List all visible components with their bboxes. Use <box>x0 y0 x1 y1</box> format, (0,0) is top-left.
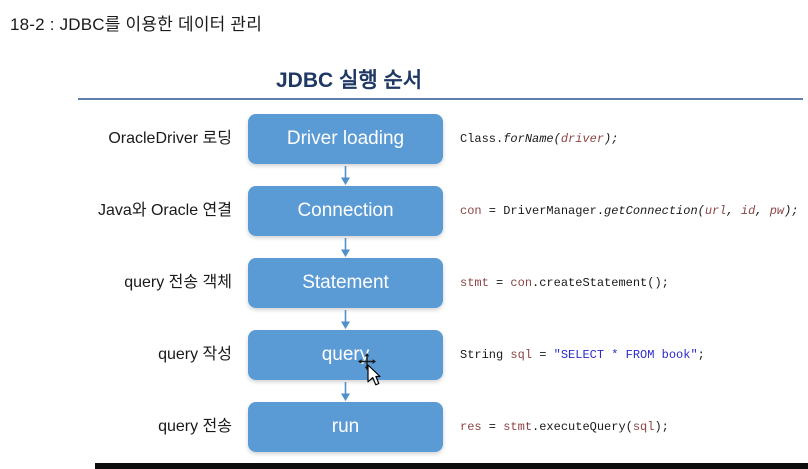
flow-step-run: query 전송 run res = stmt.executeQuery(sql… <box>0 402 808 452</box>
step-label: Java와 Oracle 연결 <box>98 202 232 219</box>
code-token: ; <box>697 348 705 362</box>
code-token: , <box>726 204 741 218</box>
flow-box-statement[interactable]: Statement <box>248 258 443 308</box>
arrow-down-icon <box>341 166 350 185</box>
code-token: url <box>704 204 727 218</box>
flow-box-driver-loading[interactable]: Driver loading <box>248 114 443 164</box>
code-token: String <box>460 348 511 362</box>
flow-box-connection[interactable]: Connection <box>248 186 443 236</box>
code-token: ); <box>784 204 799 218</box>
code-token: = <box>481 420 504 434</box>
flow-step-query: query 작성 query String sql = "SELECT * FR… <box>0 330 808 380</box>
arrow-down-icon <box>341 382 350 401</box>
flow-step-statement: query 전송 객체 Statement stmt = con.createS… <box>0 258 808 308</box>
code-snippet: Class.forName(driver); <box>460 114 618 164</box>
step-label: query 작성 <box>158 346 232 363</box>
code-token: id <box>740 204 756 218</box>
code-snippet: stmt = con.createStatement(); <box>460 258 669 308</box>
code-token: stmt <box>503 420 533 434</box>
code-token: forName( <box>503 132 561 146</box>
code-token: = <box>488 276 511 290</box>
step-label: query 전송 객체 <box>124 274 232 291</box>
code-token: getConnection( <box>604 204 705 218</box>
page-title: 18-2 : JDBC를 이용한 데이터 관리 <box>10 15 263 34</box>
flow-step-connection: Java와 Oracle 연결 Connection con = DriverM… <box>0 186 808 236</box>
code-snippet: con = DriverManager.getConnection(url, i… <box>460 186 799 236</box>
code-token: con <box>510 276 533 290</box>
code-token: .createStatement(); <box>532 276 669 290</box>
flow-step-driver-loading: OracleDriver 로딩 Driver loading Class.for… <box>0 114 808 164</box>
flow-box-run[interactable]: run <box>248 402 443 452</box>
code-token: sql <box>510 348 533 362</box>
move-cursor-icon <box>358 353 381 386</box>
code-token: pw <box>769 204 785 218</box>
arrow-down-icon <box>341 310 350 329</box>
code-snippet: res = stmt.executeQuery(sql); <box>460 402 669 452</box>
step-label: OracleDriver 로딩 <box>108 130 232 147</box>
code-snippet: String sql = "SELECT * FROM book"; <box>460 330 705 380</box>
code-token: = DriverManager. <box>481 204 605 218</box>
flow-box-query[interactable]: query <box>248 330 443 380</box>
code-token: .executeQuery( <box>532 420 633 434</box>
code-token: = <box>532 348 554 362</box>
code-token: Class. <box>460 132 504 146</box>
bottom-bar <box>95 463 808 469</box>
code-token: ); <box>654 420 669 434</box>
code-token: sql <box>632 420 655 434</box>
code-token: con <box>460 204 482 218</box>
step-label: query 전송 <box>158 418 232 435</box>
code-token: , <box>755 204 770 218</box>
diagram-heading: JDBC 실행 순서 <box>276 69 423 92</box>
code-token: stmt <box>460 276 489 290</box>
code-token: res <box>460 420 482 434</box>
code-token: ); <box>604 132 619 146</box>
code-token: driver <box>560 132 605 146</box>
arrow-down-icon <box>341 238 350 257</box>
heading-divider <box>78 98 803 100</box>
code-token: "SELECT * FROM book" <box>553 348 698 362</box>
